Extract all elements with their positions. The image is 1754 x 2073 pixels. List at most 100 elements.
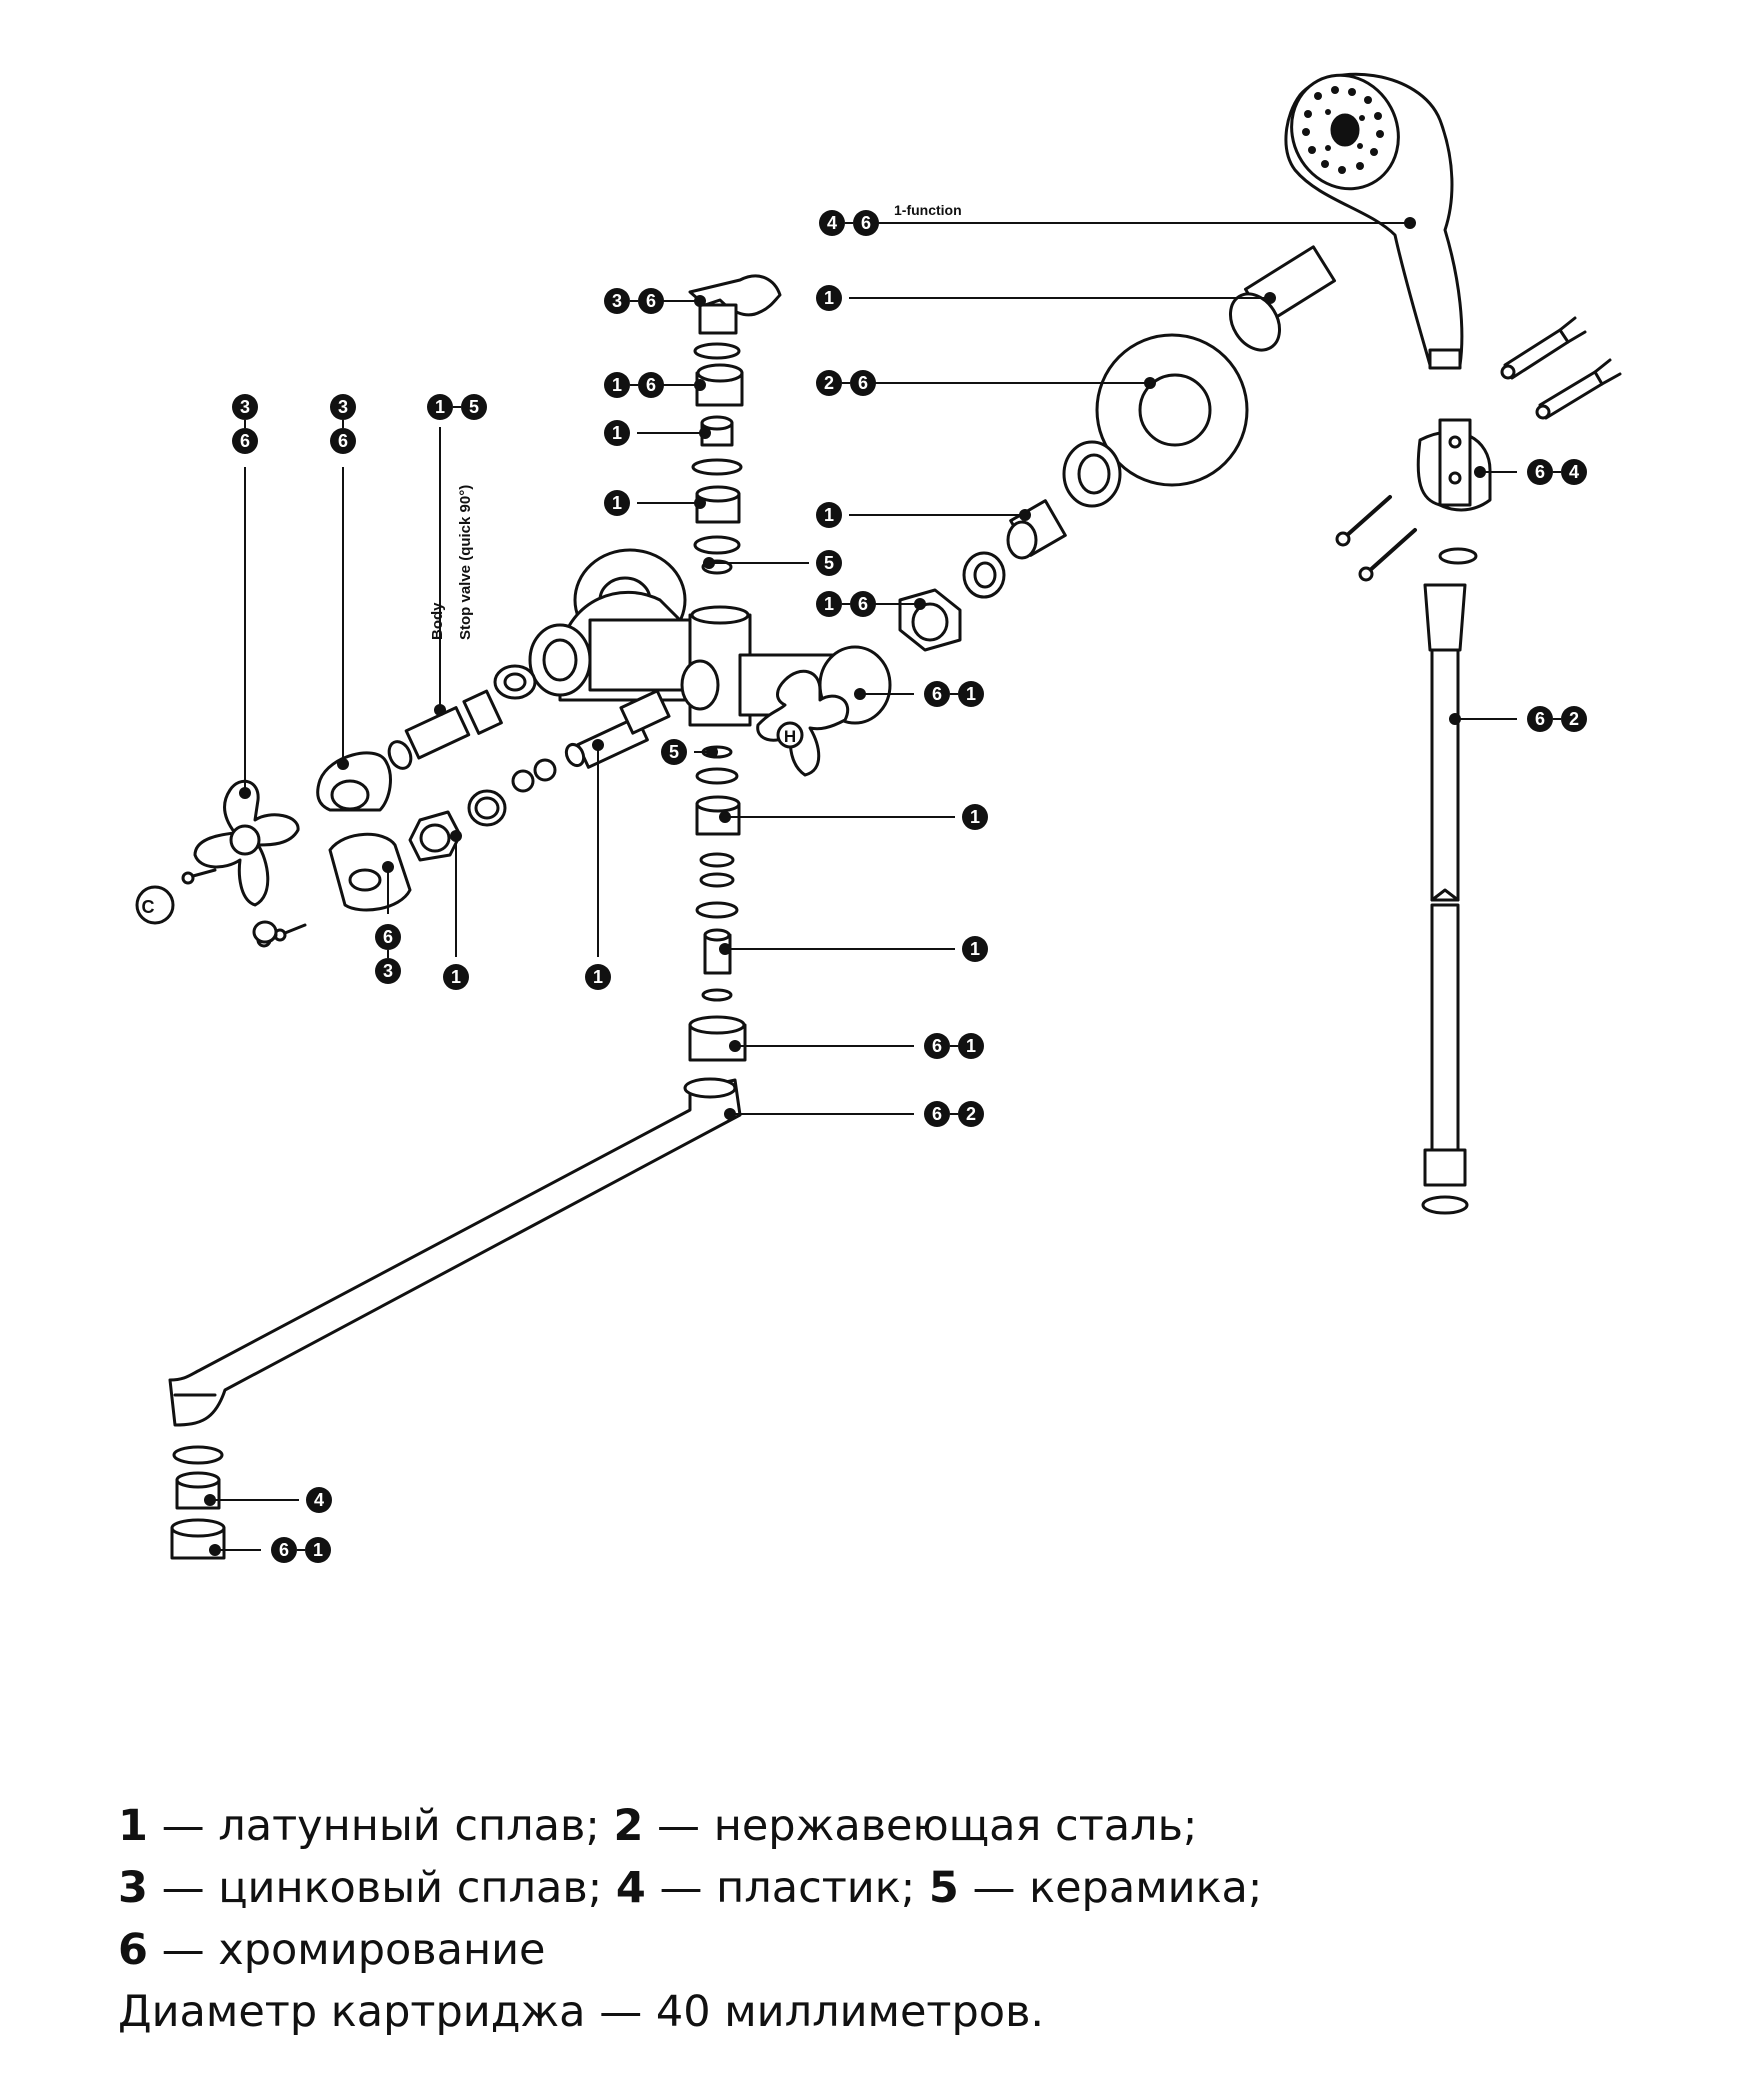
top-washer [693, 342, 741, 360]
callout-badge [816, 502, 842, 528]
leader-dot [719, 811, 731, 823]
callout-badge [232, 394, 258, 420]
callout-badge [1527, 459, 1553, 485]
diverter-lever [688, 274, 782, 335]
aerator-cap [170, 1518, 226, 1560]
callout-skirt-left: 63 [375, 924, 401, 984]
callout-number: 1 [966, 1036, 976, 1056]
legend-line: 6 — хромирование [118, 1919, 1618, 1981]
callout-badge [375, 924, 401, 950]
plug [252, 920, 278, 944]
callout-badge [850, 370, 876, 396]
hose-thread [1228, 245, 1337, 352]
callout-handle-left: 36 [232, 394, 258, 454]
eccentric [1006, 499, 1067, 560]
callout-number: 1 [451, 967, 461, 987]
leader-dot [592, 739, 604, 751]
callout-number: 3 [612, 291, 622, 311]
callout-badge [816, 285, 842, 311]
callout-badge [604, 420, 630, 446]
spout-washer-4 [695, 901, 739, 919]
leader-dot [694, 379, 706, 391]
holder-washer [1438, 547, 1478, 565]
mid-washer [691, 458, 743, 476]
callout-badge [604, 490, 630, 516]
callout-number: 6 [861, 213, 871, 233]
callout-top-cartridge: 1 [604, 490, 630, 516]
body-label: Body [429, 602, 446, 640]
callout-badge [924, 1101, 950, 1127]
callout-number: 6 [932, 1036, 942, 1056]
leader-dot [434, 704, 446, 716]
spout-washer-2 [699, 852, 735, 868]
callout-number: 1 [612, 493, 622, 513]
leader-dot [1474, 466, 1486, 478]
callout-top-insert: 1 [604, 420, 630, 446]
callout-badge [443, 964, 469, 990]
callout-number: 1 [435, 397, 445, 417]
callout-badge [816, 591, 842, 617]
callout-badge [305, 1537, 331, 1563]
callout-badge [306, 1487, 332, 1513]
callout-cover-left: 36 [330, 394, 356, 454]
legend-text: — пластик; [645, 1863, 929, 1913]
callout-badge [958, 1033, 984, 1059]
callout-number: 1 [612, 423, 622, 443]
hot-mark: H [784, 727, 796, 746]
leader-dot [706, 746, 718, 758]
callout-number: 6 [1535, 709, 1545, 729]
legend-text: Диаметр картриджа — 40 миллиметров. [118, 1987, 1045, 2037]
callout-number: 1 [970, 807, 980, 827]
shower-hose [1421, 583, 1469, 1215]
leader-dot [729, 1040, 741, 1052]
spout-insert [703, 928, 732, 975]
callout-number: 6 [240, 431, 250, 451]
spout-washer-5 [701, 988, 733, 1002]
leader-dot [694, 497, 706, 509]
legend-line: 3 — цинковый сплав; 4 — пластик; 5 — кер… [118, 1857, 1618, 1919]
callout-badge [461, 394, 487, 420]
callout-number: 5 [824, 553, 834, 573]
callout-eccentric: 1 [816, 502, 842, 528]
callout-badge [1561, 706, 1587, 732]
callout-badge [232, 428, 258, 454]
cold-cap [135, 885, 175, 925]
leader-dot [719, 943, 731, 955]
spout-nut-upper [695, 795, 741, 836]
callout-number: 2 [966, 1104, 976, 1124]
callout-badge [958, 681, 984, 707]
callout-number: 1 [593, 967, 603, 987]
legend-number: 2 [613, 1801, 644, 1851]
callout-number: 2 [1569, 709, 1579, 729]
callout-nut-left: 1 [443, 964, 469, 990]
leader-dot [1144, 377, 1156, 389]
callout-mid-ceramic: 5 [661, 739, 687, 765]
cold-handle [193, 779, 300, 907]
callout-number: 6 [646, 291, 656, 311]
materials-legend: 1 — латунный сплав; 2 — нержавеющая стал… [118, 1795, 1618, 2043]
callout-number: 6 [858, 594, 868, 614]
legend-number: 1 [118, 1801, 148, 1851]
leader-dot [699, 427, 711, 439]
callout-number: 6 [279, 1540, 289, 1560]
legend-line: 1 — латунный сплав; 2 — нержавеющая стал… [118, 1795, 1618, 1857]
callout-hose-thread: 1 [816, 285, 842, 311]
spindle [564, 689, 671, 769]
callout-badge [1527, 706, 1553, 732]
leader-dot [239, 787, 251, 799]
callout-number: 6 [338, 431, 348, 451]
legend-text: — нержавеющая сталь; [643, 1801, 1198, 1851]
leader-dot [914, 598, 926, 610]
callout-badge [924, 681, 950, 707]
callout-number: 1 [970, 939, 980, 959]
